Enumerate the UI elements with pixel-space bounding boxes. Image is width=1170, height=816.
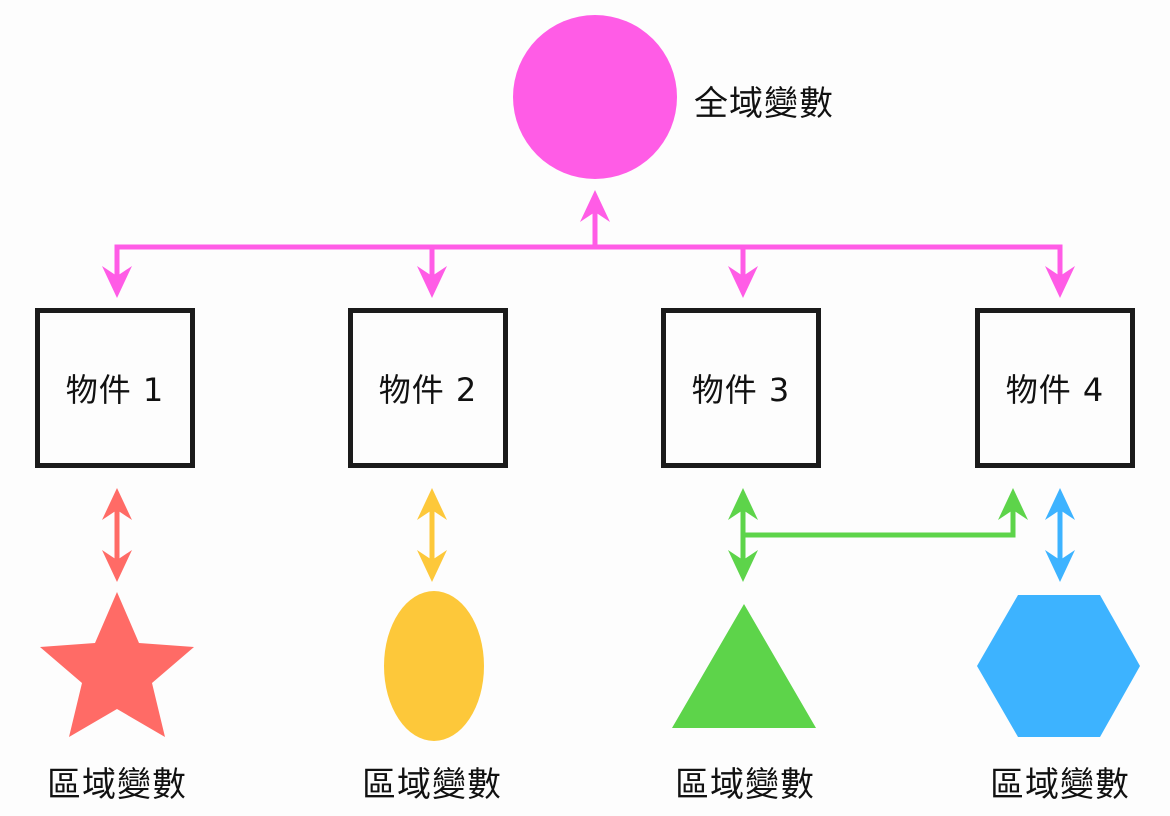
local-variable-label-1: 區域變數 <box>47 765 187 805</box>
global-connector <box>114 202 1063 288</box>
local-variable-star <box>40 592 194 737</box>
local-variable-hexagon <box>977 595 1140 737</box>
arrowhead-down-1 <box>102 266 132 298</box>
object-label-4: 物件 4 <box>1005 371 1105 409</box>
object-label-1: 物件 1 <box>65 371 165 409</box>
arrowhead-up-global <box>580 190 610 222</box>
local-variable-ellipse <box>384 591 484 741</box>
local-variable-triangle <box>672 604 816 728</box>
object-box-3: 物件 3 <box>661 308 821 468</box>
arrowhead-down-4 <box>1045 266 1075 298</box>
local-variable-label-3: 區域變數 <box>675 765 815 805</box>
local-variable-label-2: 區域變數 <box>362 765 502 805</box>
local-variable-label-4: 區域變數 <box>990 765 1130 805</box>
global-variable-label: 全域變數 <box>694 84 834 124</box>
object-box-1: 物件 1 <box>35 308 195 468</box>
arrowhead-down-3 <box>728 266 758 298</box>
local-arrow-2 <box>417 488 447 582</box>
local-arrow-4 <box>1045 488 1075 582</box>
object-box-2: 物件 2 <box>348 308 508 468</box>
object-box-4: 物件 4 <box>975 308 1135 468</box>
object-label-3: 物件 3 <box>691 371 791 409</box>
global-variable-circle <box>513 15 677 179</box>
object-label-2: 物件 2 <box>378 371 478 409</box>
arrowhead-down-2 <box>417 266 447 298</box>
global-arrowheads <box>102 190 1075 298</box>
local-arrow-3 <box>728 488 1028 582</box>
local-arrow-1 <box>102 488 132 582</box>
